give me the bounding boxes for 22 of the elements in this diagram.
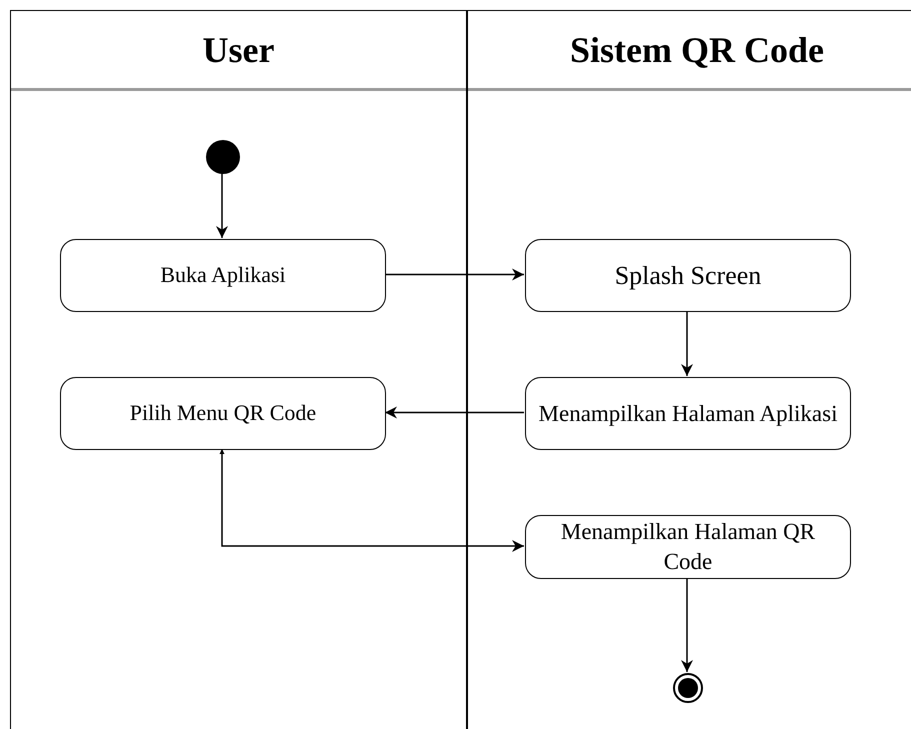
activity-box (60, 377, 386, 450)
lane-header: Sistem QR Code (570, 28, 824, 72)
swimlane (467, 10, 911, 729)
activity-label: Menampilkan Halaman QR Code (560, 518, 816, 576)
arrow (681, 311, 693, 376)
activity-box (525, 515, 851, 579)
activity-label: Menampilkan Halaman Aplikasi (538, 400, 838, 428)
activity-box (525, 377, 851, 450)
end-node (673, 673, 703, 703)
activity-label: Splash Screen (614, 260, 762, 292)
start-node (206, 140, 240, 174)
activity-box (60, 239, 386, 312)
activity-label: Pilih Menu QR Code (130, 399, 316, 428)
arrow (385, 268, 524, 280)
activity-box (525, 239, 851, 312)
arrow (681, 578, 693, 672)
arrow (220, 449, 524, 552)
lane-header: User (202, 28, 274, 72)
arrow (216, 173, 228, 238)
activity-label: Buka Aplikasi (160, 261, 286, 290)
swimlane (10, 10, 467, 729)
arrow (385, 406, 524, 418)
